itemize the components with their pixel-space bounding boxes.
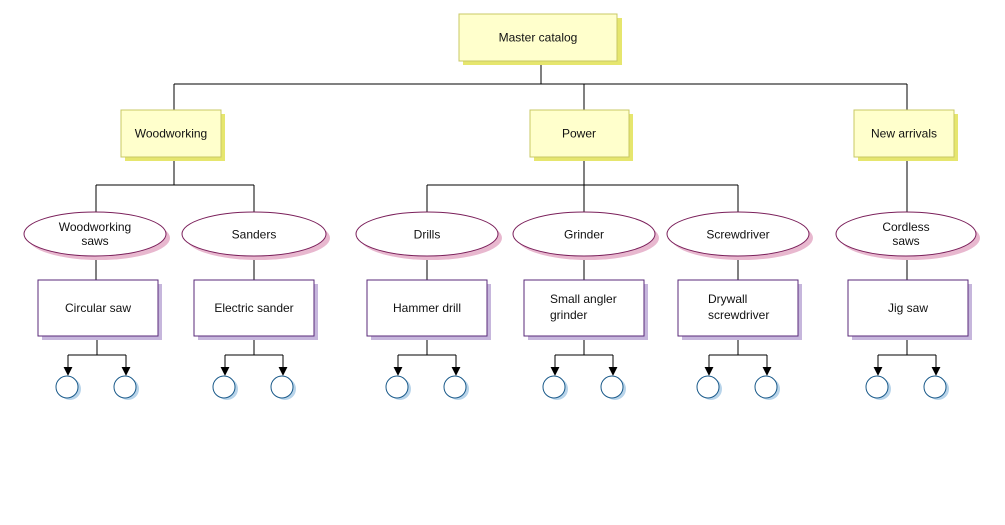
subcategory-node-grinder[interactable]: Grinder bbox=[512, 211, 659, 260]
circle-node-icon[interactable] bbox=[270, 375, 296, 400]
circle-node-icon[interactable] bbox=[212, 375, 238, 400]
circle-node-icon[interactable] bbox=[113, 375, 139, 400]
category-power-label: Power bbox=[562, 127, 596, 141]
product-node-jig-saw[interactable]: Jig saw bbox=[847, 279, 972, 340]
category-new-arrivals-label: New arrivals bbox=[871, 127, 937, 141]
product-circular-saw-label: Circular saw bbox=[65, 301, 131, 315]
subcategory-node-drills[interactable]: Drills bbox=[355, 211, 502, 260]
leaf-nodes bbox=[55, 375, 949, 400]
subcategory-drills-label: Drills bbox=[414, 228, 441, 242]
category-node-new-arrivals[interactable]: New arrivals bbox=[853, 109, 958, 161]
circle-node-icon[interactable] bbox=[542, 375, 568, 400]
product-node-electric-sander[interactable]: Electric sander bbox=[193, 279, 318, 340]
circle-node-icon[interactable] bbox=[696, 375, 722, 400]
circle-node-icon[interactable] bbox=[55, 375, 81, 400]
product-node-circular-saw[interactable]: Circular saw bbox=[37, 279, 162, 340]
circle-node-icon[interactable] bbox=[754, 375, 780, 400]
category-node-power[interactable]: Power bbox=[529, 109, 633, 161]
circle-node-icon[interactable] bbox=[923, 375, 949, 400]
product-electric-sander-label: Electric sander bbox=[214, 301, 293, 315]
subcategory-screwdriver-label: Screwdriver bbox=[706, 228, 769, 242]
connector-lines bbox=[63, 61, 941, 376]
subcategory-grinder-label: Grinder bbox=[564, 228, 604, 242]
subcategory-node-sanders[interactable]: Sanders bbox=[181, 211, 330, 260]
root-node-label: Master catalog bbox=[499, 31, 578, 45]
category-node-woodworking[interactable]: Woodworking bbox=[120, 109, 225, 161]
circle-node-icon[interactable] bbox=[865, 375, 891, 400]
root-node[interactable]: Master catalog bbox=[458, 13, 622, 65]
circle-node-icon[interactable] bbox=[443, 375, 469, 400]
product-hammer-drill-label: Hammer drill bbox=[393, 301, 461, 315]
subcategory-sanders-label: Sanders bbox=[232, 228, 277, 242]
circle-node-icon[interactable] bbox=[600, 375, 626, 400]
category-woodworking-label: Woodworking bbox=[135, 127, 207, 141]
subcategory-node-screwdriver[interactable]: Screwdriver bbox=[666, 211, 813, 260]
product-jig-saw-label: Jig saw bbox=[888, 301, 928, 315]
circle-node-icon[interactable] bbox=[385, 375, 411, 400]
product-node-hammer-drill[interactable]: Hammer drill bbox=[366, 279, 491, 340]
